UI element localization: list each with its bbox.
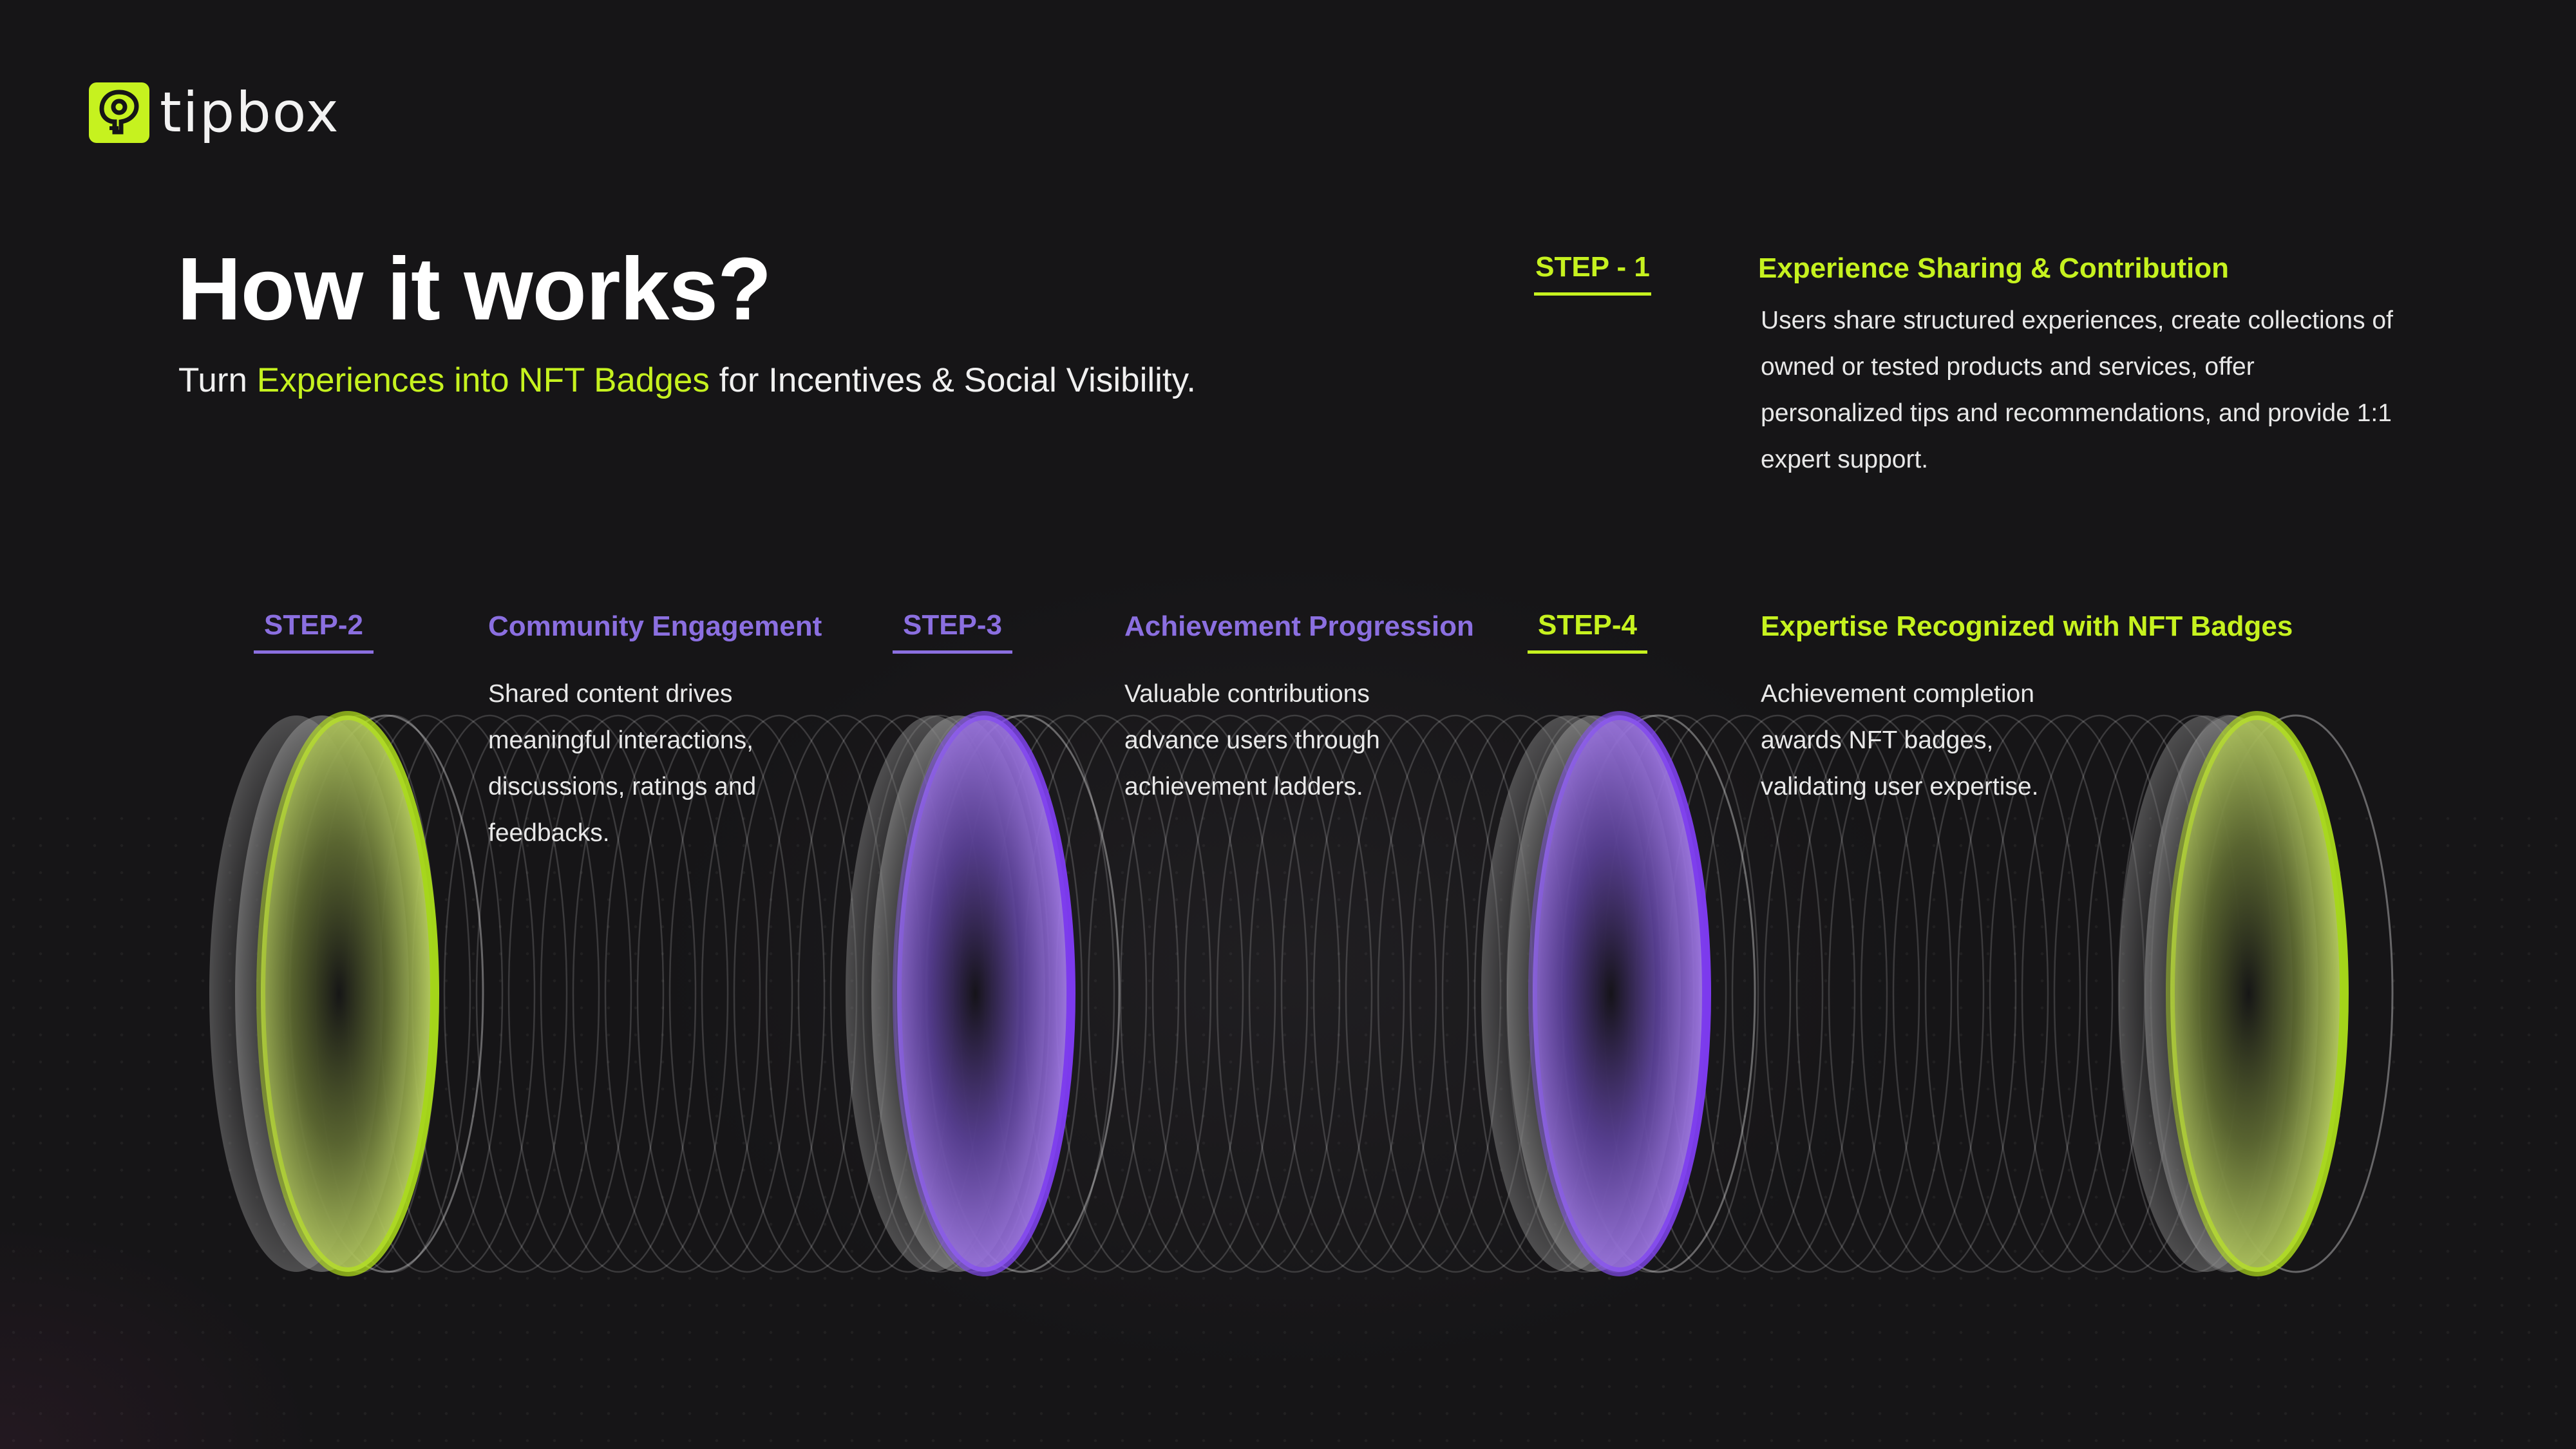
- step-1-title: Experience Sharing & Contribution: [1758, 252, 2229, 284]
- step-2-tag: STEP-2: [254, 609, 374, 654]
- step-1-line: expert support.: [1761, 446, 1929, 473]
- step-1-line: Users share structured experiences, crea…: [1761, 307, 2393, 334]
- page-title: How it works?: [177, 240, 772, 339]
- step-4-line: validating user expertise.: [1761, 773, 2039, 800]
- step-2-line: Shared content drives: [488, 680, 733, 708]
- thin-ring: [507, 714, 665, 1273]
- step-4-description: Achievement completion awards NFT badges…: [1761, 671, 2121, 810]
- thin-ring: [1699, 714, 1856, 1273]
- step-3-line: advance users through: [1124, 726, 1380, 754]
- step-2-description: Shared content drives meaningful interac…: [488, 671, 823, 857]
- thin-ring: [1924, 714, 2081, 1273]
- step-1-line: personalized tips and recommendations, a…: [1761, 399, 2392, 427]
- thin-ring: [701, 714, 858, 1273]
- subtitle-suffix: for Incentives & Social Visibility.: [709, 361, 1196, 399]
- step-3-line: achievement ladders.: [1124, 773, 1363, 800]
- step-3-description: Valuable contributions advance users thr…: [1124, 671, 1459, 810]
- thin-ring: [1956, 714, 2114, 1273]
- brand-logo[interactable]: tipbox: [89, 80, 340, 145]
- subtitle-prefix: Turn: [178, 361, 257, 399]
- thin-ring: [604, 714, 761, 1273]
- thin-ring: [1151, 714, 1309, 1273]
- thin-ring: [1731, 714, 1888, 1273]
- thin-ring: [443, 714, 600, 1273]
- step-4-line: awards NFT badges,: [1761, 726, 1994, 754]
- thin-ring: [572, 714, 729, 1273]
- thin-ring: [1248, 714, 1405, 1273]
- step-4-tag: STEP-4: [1528, 609, 1647, 654]
- thin-ring: [1087, 714, 1244, 1273]
- step-2-line: meaningful interactions,: [488, 726, 753, 754]
- step-1-line: owned or tested products and services, o…: [1761, 353, 2255, 381]
- thin-ring: [1216, 714, 1373, 1273]
- thin-ring: [668, 714, 826, 1273]
- thin-ring: [1828, 714, 1985, 1273]
- step-2-line: feedbacks.: [488, 819, 610, 847]
- thin-ring: [1763, 714, 1920, 1273]
- lime-disc: [2166, 711, 2349, 1276]
- thin-ring: [1345, 714, 1502, 1273]
- rings-layer: [209, 711, 2394, 1276]
- thin-ring: [1795, 714, 1953, 1273]
- step-1-description: Users share structured experiences, crea…: [1761, 298, 2495, 483]
- thin-ring: [636, 714, 793, 1273]
- thin-ring: [1860, 714, 2017, 1273]
- thin-ring: [1892, 714, 2049, 1273]
- thin-ring: [1312, 714, 1470, 1273]
- thin-ring: [1119, 714, 1276, 1273]
- tipbox-logo-icon: [89, 82, 149, 143]
- brand-name: tipbox: [160, 80, 340, 145]
- thin-ring: [1280, 714, 1437, 1273]
- step-2-line: discussions, ratings and: [488, 773, 757, 800]
- step-4-line: Achievement completion: [1761, 680, 2034, 708]
- violet-disc: [1528, 711, 1711, 1276]
- thin-ring: [475, 714, 632, 1273]
- step-3-tag: STEP-3: [893, 609, 1012, 654]
- subtitle-highlight: Experiences into NFT Badges: [256, 361, 710, 399]
- step-3-title: Achievement Progression: [1124, 611, 1474, 642]
- thin-ring: [1184, 714, 1341, 1273]
- step-1-tag: STEP - 1: [1534, 251, 1651, 296]
- step-4-title: Expertise Recognized with NFT Badges: [1761, 611, 2293, 642]
- violet-disc: [893, 711, 1075, 1276]
- thin-ring: [540, 714, 697, 1273]
- lime-disc: [256, 711, 439, 1276]
- page-subtitle: Turn Experiences into NFT Badges for Inc…: [178, 361, 1196, 400]
- thin-ring: [1055, 714, 1212, 1273]
- step-3-line: Valuable contributions: [1124, 680, 1370, 708]
- step-2-title: Community Engagement: [488, 611, 822, 642]
